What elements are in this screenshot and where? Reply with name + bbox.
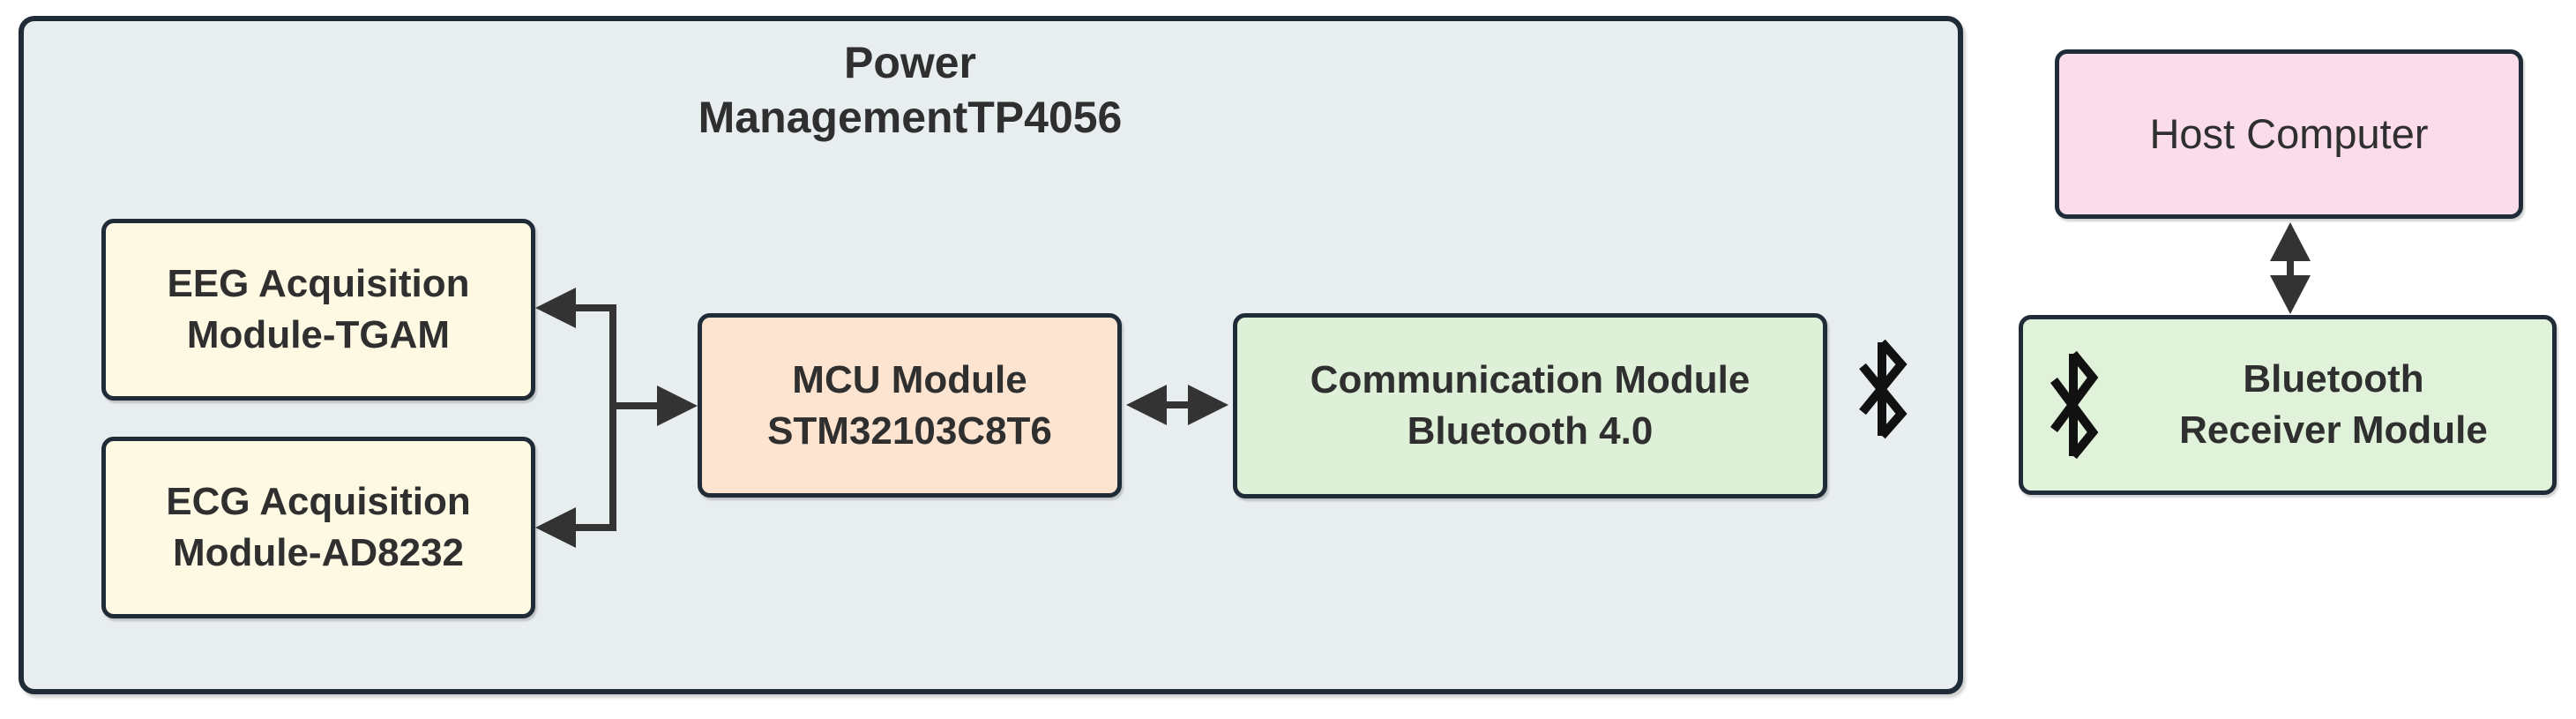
group-title-line2: ManagementTP4056 <box>698 93 1123 142</box>
mcu-label-line1: MCU Module <box>792 357 1027 401</box>
connector-to-ecg-line <box>573 524 616 531</box>
receiver-label-line1: Bluetooth <box>2243 357 2424 401</box>
node-ecg-acquisition-module: ECG Acquisition Module-AD8232 <box>101 437 535 618</box>
connector-to-eeg-line <box>573 304 616 311</box>
comm-label-line1: Communication Module <box>1310 358 1751 401</box>
arrowhead-into-host <box>2270 222 2311 261</box>
arrowhead-into-comm <box>1188 385 1228 425</box>
bluetooth-icon <box>1859 339 1908 439</box>
node-mcu-module: MCU Module STM32103C8T6 <box>698 313 1122 498</box>
arrowhead-into-receiver <box>2270 275 2311 314</box>
mcu-label-line2: STM32103C8T6 <box>767 408 1052 453</box>
arrowhead-into-mcu <box>657 386 698 426</box>
ecg-label-line2: Module-AD8232 <box>172 531 465 574</box>
bluetooth-icon <box>2050 350 2099 460</box>
eeg-label-line1: EEG Acquisition <box>167 262 470 305</box>
connector-to-mcu-line <box>613 402 661 409</box>
host-label: Host Computer <box>2149 110 2429 157</box>
node-eeg-acquisition-module: EEG Acquisition Module-TGAM <box>101 219 535 401</box>
arrowhead-into-eeg <box>535 288 576 328</box>
arrowhead-into-mcu-right <box>1126 385 1167 425</box>
node-bluetooth-receiver-module: Bluetooth Receiver Module <box>2019 315 2557 495</box>
ecg-label-line1: ECG Acquisition <box>166 480 471 523</box>
node-communication-module: Communication Module Bluetooth 4.0 <box>1233 313 1827 498</box>
arrowhead-into-ecg <box>535 507 576 548</box>
comm-label-line2: Bluetooth 4.0 <box>1407 409 1654 453</box>
connector-host-receiver-line <box>2287 236 2294 296</box>
connector-mcu-branch-vertical <box>609 304 616 531</box>
receiver-label-line2: Receiver Module <box>2179 408 2488 452</box>
group-title-line1: Power <box>843 38 977 87</box>
group-title: Power ManagementTP4056 <box>628 35 1192 145</box>
node-host-computer: Host Computer <box>2055 49 2523 219</box>
connector-mcu-comm-line <box>1148 401 1208 408</box>
eeg-label-line2: Module-TGAM <box>186 313 451 356</box>
